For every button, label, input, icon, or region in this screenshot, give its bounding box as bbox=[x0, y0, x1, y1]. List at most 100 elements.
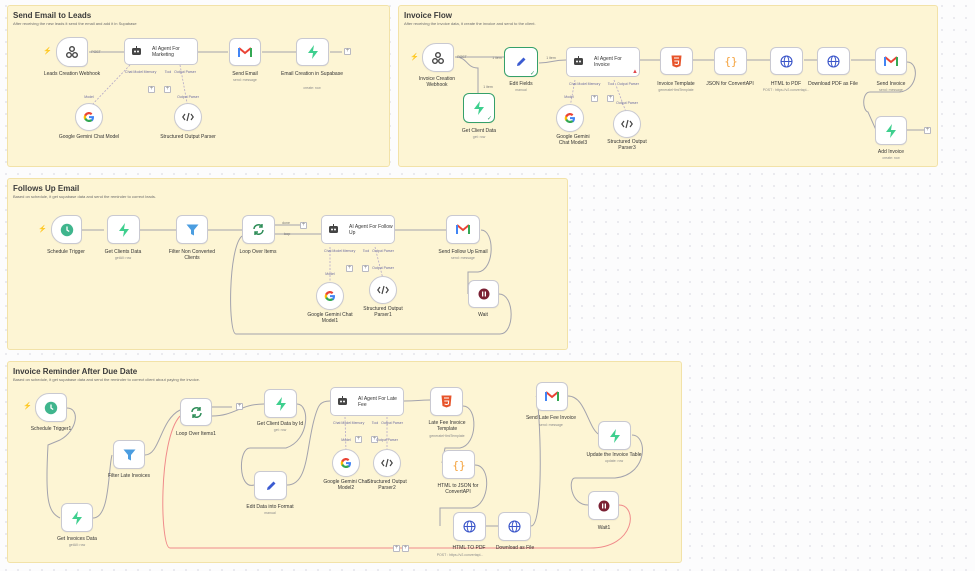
schedule-trigger-node[interactable] bbox=[51, 215, 82, 244]
html-to-pdf-node[interactable] bbox=[770, 47, 803, 75]
port-chat-model: Chat Model bbox=[569, 82, 587, 86]
edge-label: 1 item bbox=[483, 85, 493, 89]
get-client-data-by-id-node[interactable] bbox=[264, 389, 297, 418]
edit-data-into-format-node[interactable] bbox=[254, 471, 287, 500]
port-model: Model bbox=[564, 95, 574, 99]
add-memory-button[interactable] bbox=[346, 265, 353, 272]
port-output-parser: Output Parser bbox=[616, 101, 638, 105]
globe-icon bbox=[508, 520, 521, 533]
pencil-icon bbox=[265, 480, 277, 492]
node-label: Edit Data into Format bbox=[246, 504, 294, 510]
google-gemini-chat-model2-node[interactable] bbox=[332, 449, 360, 477]
send-late-fee-invoice-node[interactable] bbox=[536, 382, 568, 411]
agent-title: AI Agent For Late Fee bbox=[358, 395, 397, 408]
node-label: Structured Output Parser2 bbox=[367, 479, 407, 491]
add-tool-button[interactable] bbox=[164, 86, 171, 93]
html-to-pdf2-node[interactable] bbox=[453, 512, 486, 541]
robot-icon bbox=[337, 393, 348, 411]
sticky-invoice-flow[interactable]: Invoice Flow After receiving the invoice… bbox=[398, 5, 938, 167]
port-memory: Memory bbox=[351, 421, 365, 425]
send-invoice-node[interactable] bbox=[875, 47, 907, 75]
loop-over-items-node[interactable] bbox=[242, 215, 275, 244]
node-label: Email Creation in Supabase bbox=[281, 71, 343, 77]
node-label: Get Client Data bbox=[461, 128, 497, 134]
add-memory-button[interactable] bbox=[591, 95, 598, 102]
wait1-node[interactable] bbox=[588, 491, 619, 520]
update-invoice-table-node[interactable] bbox=[598, 421, 631, 450]
ai-agent-marketing-node[interactable]: AI Agent For Marketing bbox=[124, 38, 198, 65]
download-as-file-node[interactable] bbox=[498, 512, 531, 541]
add-next-node-button[interactable] bbox=[344, 48, 351, 55]
node-label: Download PDF as File bbox=[808, 81, 858, 87]
node-label: Wait1 bbox=[597, 525, 611, 531]
download-pdf-node[interactable] bbox=[817, 47, 850, 75]
sticky-send-email-to-leads[interactable]: Send Email to Leads After receiving the … bbox=[7, 5, 390, 167]
get-client-data-node[interactable] bbox=[463, 93, 495, 123]
sticky-follows-up-email[interactable]: Follows Up Email Based on schedule, it g… bbox=[7, 178, 568, 350]
add-memory-button[interactable] bbox=[148, 86, 155, 93]
google-gemini-chat-model3-node[interactable] bbox=[556, 104, 584, 132]
port-output-parser: Output Parser bbox=[381, 421, 403, 425]
node-label: Get Clients Data bbox=[104, 249, 142, 255]
get-clients-data-node[interactable] bbox=[107, 215, 140, 244]
delete-connection-button[interactable] bbox=[402, 545, 409, 552]
port-output-parser: Output Parser bbox=[372, 266, 394, 270]
globe-icon bbox=[827, 54, 840, 68]
add-connection-node-button[interactable] bbox=[393, 545, 400, 552]
filter-non-converted-node[interactable] bbox=[176, 215, 208, 244]
port-output-parser: Output Parser bbox=[372, 249, 394, 253]
sticky-title: Invoice Reminder After Due Date bbox=[13, 367, 138, 376]
send-follow-up-email-node[interactable] bbox=[446, 215, 480, 244]
send-email-node[interactable] bbox=[229, 38, 261, 66]
node-subtitle: getAll: row bbox=[114, 256, 132, 260]
json-for-convertapi-node[interactable]: {} bbox=[714, 47, 747, 75]
success-check-icon: ✓ bbox=[530, 71, 536, 77]
get-invoices-data-node[interactable] bbox=[61, 503, 93, 532]
port-output-parser: Output Parser bbox=[177, 95, 199, 99]
wait-node[interactable] bbox=[468, 280, 499, 308]
add-tool-button[interactable] bbox=[371, 436, 378, 443]
node-label: Late Fee Invoice Template bbox=[428, 420, 466, 432]
add-invoice-node[interactable] bbox=[875, 116, 907, 145]
node-subtitle: get: row bbox=[472, 135, 486, 139]
structured-output-parser2-node[interactable] bbox=[373, 449, 401, 477]
supabase-icon bbox=[473, 101, 485, 115]
email-creation-supabase-node[interactable] bbox=[296, 38, 329, 66]
structured-output-parser-node[interactable] bbox=[174, 103, 202, 131]
node-subtitle: create: row bbox=[882, 156, 900, 160]
port-chat-model: Chat Model bbox=[333, 421, 351, 425]
add-tool-button[interactable] bbox=[362, 265, 369, 272]
invoice-creation-webhook-node[interactable] bbox=[422, 43, 454, 72]
structured-output-parser3-node[interactable] bbox=[613, 110, 641, 138]
globe-icon bbox=[780, 54, 793, 68]
loop-over-items1-node[interactable] bbox=[180, 398, 212, 426]
ai-agent-invoice-node[interactable]: AI Agent For Invoice bbox=[566, 47, 640, 77]
schedule-trigger1-node[interactable] bbox=[35, 393, 67, 422]
add-next-node-button[interactable] bbox=[236, 403, 243, 410]
node-subtitle: create: row bbox=[303, 86, 321, 90]
add-tool-button[interactable] bbox=[607, 95, 614, 102]
add-memory-button[interactable] bbox=[355, 436, 362, 443]
ai-agent-late-fee-node[interactable]: AI Agent For Late Fee bbox=[330, 387, 404, 416]
invoice-template-node[interactable] bbox=[660, 47, 693, 75]
edge-label: 1 item bbox=[546, 56, 556, 60]
leads-creation-webhook-node[interactable] bbox=[56, 37, 88, 67]
node-label: HTML to PDF bbox=[770, 81, 802, 87]
edge-label: 1 item bbox=[492, 56, 502, 60]
edit-fields-node[interactable] bbox=[504, 47, 538, 77]
google-gemini-chat-model-node[interactable] bbox=[75, 103, 103, 131]
add-next-node-button[interactable] bbox=[924, 127, 931, 134]
structured-output-parser1-node[interactable] bbox=[369, 276, 397, 304]
clock-icon bbox=[44, 401, 58, 415]
node-label: Filter Late Invoices bbox=[108, 473, 150, 479]
ai-agent-follow-up-node[interactable]: AI Agent For Follow Up bbox=[321, 215, 395, 244]
trigger-bolt-icon: ⚡ bbox=[43, 48, 52, 55]
node-label: JSON for ConvertAPI bbox=[706, 81, 754, 87]
add-next-node-button[interactable] bbox=[300, 222, 307, 229]
port-output-parser: Output Parser bbox=[617, 82, 639, 86]
html-to-json-convertapi-node[interactable]: {} bbox=[442, 450, 475, 479]
late-fee-invoice-template-node[interactable] bbox=[430, 387, 463, 416]
filter-late-invoices-node[interactable] bbox=[113, 440, 145, 469]
google-gemini-chat-model1-node[interactable] bbox=[316, 282, 344, 310]
